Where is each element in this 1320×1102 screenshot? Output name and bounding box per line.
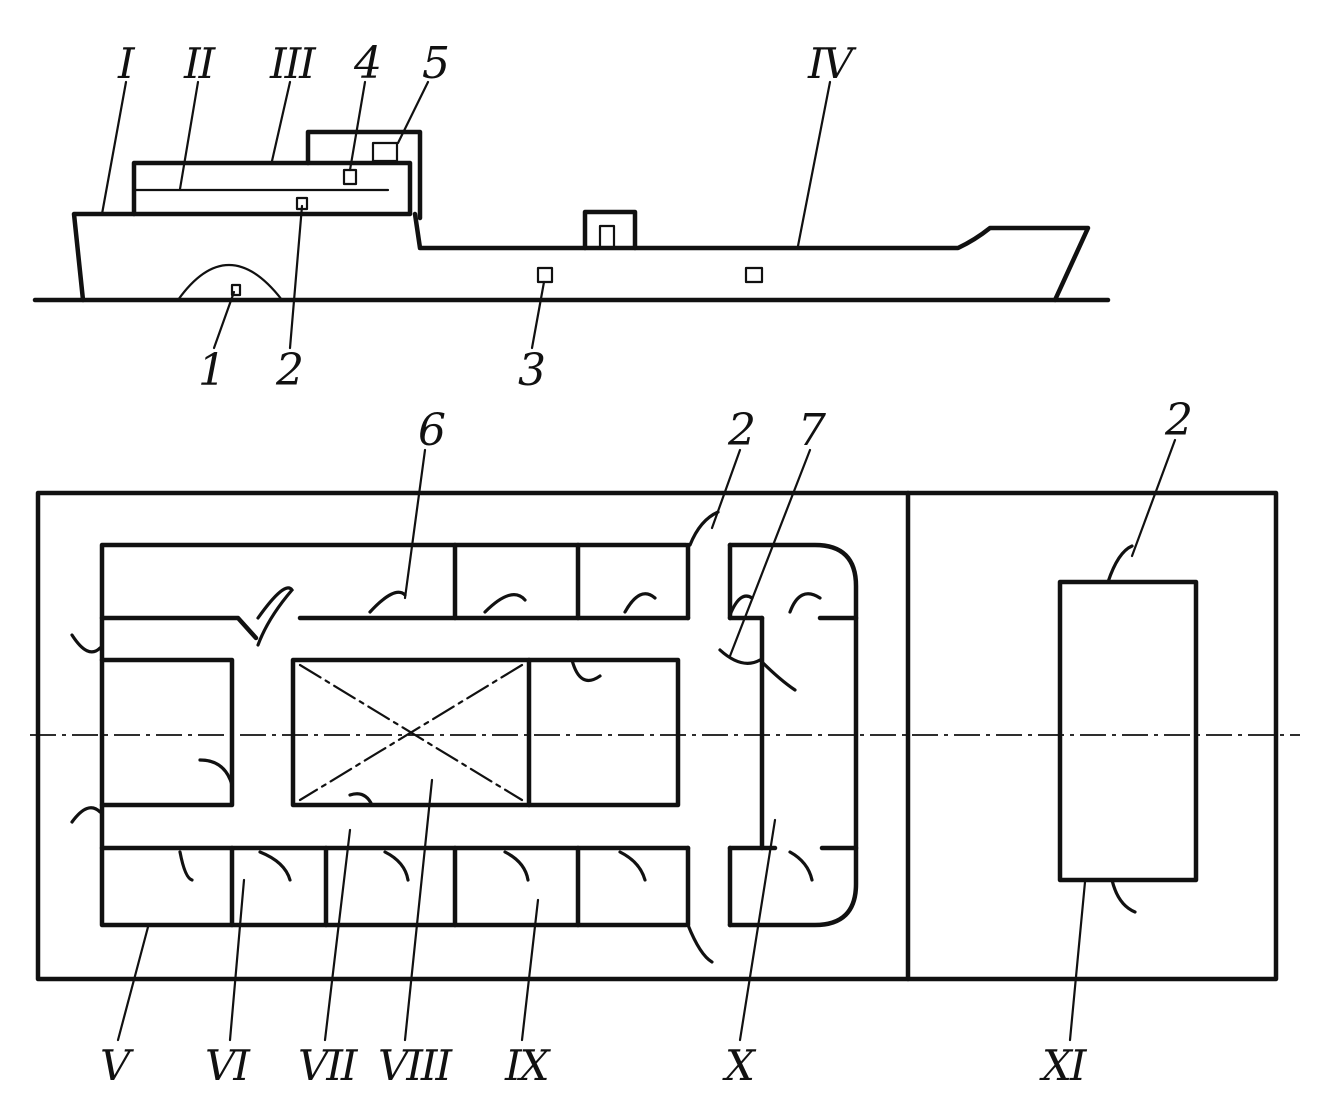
left-cabin bbox=[99, 657, 235, 808]
leader-IX bbox=[520, 898, 540, 1042]
hull-outline bbox=[71, 211, 1091, 303]
leader-I bbox=[100, 80, 128, 216]
leader-XI bbox=[1068, 880, 1087, 1042]
hatch-3b bbox=[744, 266, 764, 284]
label-6: 6 bbox=[418, 405, 446, 456]
leader-4 bbox=[348, 80, 367, 172]
label-V: V bbox=[100, 1041, 134, 1090]
leader-II bbox=[178, 80, 200, 191]
leader-VII bbox=[323, 828, 352, 1042]
leader-3 bbox=[530, 280, 546, 350]
label-2b: 2 bbox=[1164, 395, 1193, 446]
sonar-dome bbox=[176, 264, 284, 302]
room-xi-door-bottom bbox=[1110, 878, 1137, 914]
leader-X bbox=[738, 818, 777, 1042]
central-hatch bbox=[290, 657, 532, 808]
hatch-3 bbox=[536, 266, 554, 284]
label-XI: XI bbox=[1039, 1041, 1088, 1090]
room-xi-door-top bbox=[1106, 544, 1134, 584]
label-2: 2 bbox=[275, 345, 304, 396]
leader-VIII bbox=[403, 778, 434, 1042]
label-IX: IX bbox=[504, 1041, 552, 1090]
hatch-diagonal-b bbox=[298, 663, 524, 802]
label-IV: IV bbox=[807, 39, 857, 88]
leader-2 bbox=[288, 204, 304, 350]
hatch-5 bbox=[371, 141, 399, 163]
leader-VI bbox=[228, 878, 246, 1042]
plan-outer-frame bbox=[35, 490, 1279, 982]
superstructure-lower bbox=[131, 160, 413, 217]
label-2a: 2 bbox=[727, 405, 756, 456]
accommodation-outline bbox=[99, 542, 859, 928]
label-7: 7 bbox=[798, 405, 826, 456]
wheelhouse bbox=[305, 129, 423, 221]
label-X: X bbox=[722, 1041, 757, 1090]
leader-1 bbox=[212, 290, 236, 350]
leader-7 bbox=[728, 448, 812, 658]
leader-III bbox=[270, 80, 292, 163]
leader-2b bbox=[1130, 438, 1177, 558]
doors bbox=[70, 510, 822, 964]
hatch-1 bbox=[230, 283, 242, 297]
label-3: 3 bbox=[518, 345, 546, 396]
leader-IV bbox=[796, 80, 832, 248]
room-viii-right bbox=[526, 657, 681, 808]
room-xi bbox=[1057, 579, 1199, 883]
leader-2a bbox=[710, 448, 742, 530]
label-5: 5 bbox=[422, 38, 450, 89]
leader-V bbox=[116, 925, 150, 1042]
leader-6 bbox=[403, 448, 427, 600]
deck-house bbox=[582, 209, 638, 251]
label-II: II bbox=[183, 39, 217, 88]
upper-corridor-wall bbox=[99, 615, 691, 641]
hatch-4 bbox=[342, 168, 358, 186]
deck-house-door bbox=[598, 224, 616, 250]
label-VII: VII bbox=[298, 1041, 359, 1090]
label-I: I bbox=[117, 39, 136, 88]
label-4: 4 bbox=[353, 38, 382, 89]
label-1: 1 bbox=[198, 345, 226, 396]
plan-view: 6 2 7 2 V VI VII VIII IX X XI bbox=[30, 395, 1300, 1090]
leader-5 bbox=[396, 80, 430, 145]
label-VIII: VIII bbox=[378, 1041, 454, 1090]
side-view: I II III IV 4 5 1 2 3 bbox=[32, 38, 1111, 396]
label-III: III bbox=[269, 39, 317, 88]
label-VI: VI bbox=[205, 1041, 251, 1090]
